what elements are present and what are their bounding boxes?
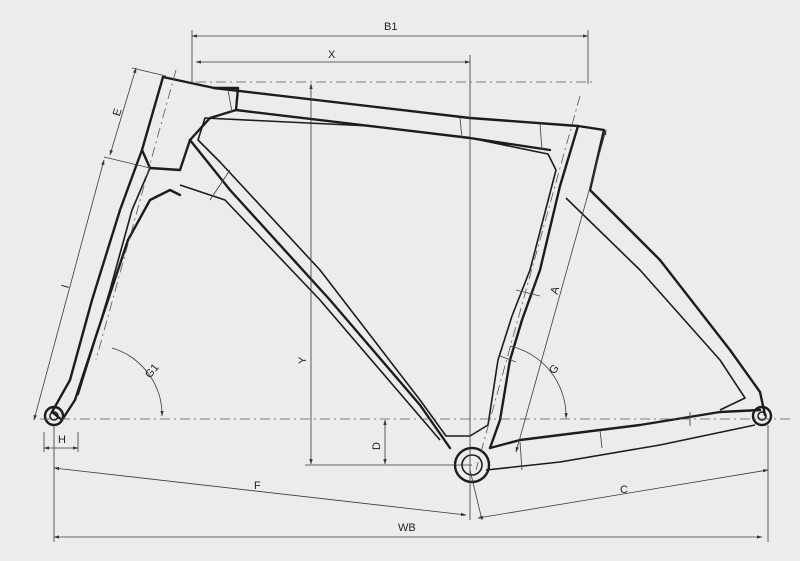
- chain-stay-lower: [485, 424, 756, 471]
- i-dimension: [33, 159, 105, 421]
- seat-tube-axis: [475, 95, 581, 471]
- bb-drop-extension: [469, 469, 483, 521]
- down-tube-inner: [179, 184, 441, 441]
- frame-detail-lines: [209, 89, 691, 471]
- label-h: H: [58, 434, 66, 446]
- main-triangle-window: [197, 117, 557, 437]
- f-dimension: [53, 466, 467, 517]
- frame-outline: [43, 75, 773, 484]
- rear-dropout: [751, 405, 773, 427]
- seat-stay-inner: [565, 197, 746, 411]
- e-dimension: [109, 67, 137, 156]
- c-dimension: [477, 469, 769, 519]
- e-extension-top: [131, 67, 167, 77]
- dimension-lines: [33, 30, 790, 542]
- e-extension-bottom: [103, 156, 151, 169]
- steering-axis: [95, 69, 177, 361]
- dimension-labels: B1 X E I A Y G1 G D H F C WB: [58, 21, 628, 534]
- label-i: I: [60, 283, 72, 289]
- label-e: E: [111, 107, 125, 117]
- label-g: G: [547, 362, 562, 376]
- seat-stay: [576, 124, 767, 417]
- down-tube: [188, 138, 452, 450]
- label-y: Y: [297, 356, 309, 364]
- label-b1: B1: [384, 21, 397, 33]
- label-f: F: [254, 480, 261, 492]
- seat-tube: [488, 124, 580, 450]
- label-x: X: [328, 49, 336, 61]
- label-d: D: [371, 442, 383, 450]
- label-g1: G1: [143, 362, 162, 381]
- label-wb: WB: [398, 522, 416, 534]
- label-c: C: [620, 484, 628, 496]
- g1-angle-arc: [111, 347, 164, 417]
- rear-axle: [757, 411, 767, 421]
- g-angle-arc: [509, 345, 568, 419]
- fork-blade: [50, 148, 182, 422]
- label-a: A: [549, 285, 563, 296]
- head-tube: [140, 75, 240, 172]
- chain-stay: [488, 408, 762, 450]
- a-dimension: [515, 129, 607, 453]
